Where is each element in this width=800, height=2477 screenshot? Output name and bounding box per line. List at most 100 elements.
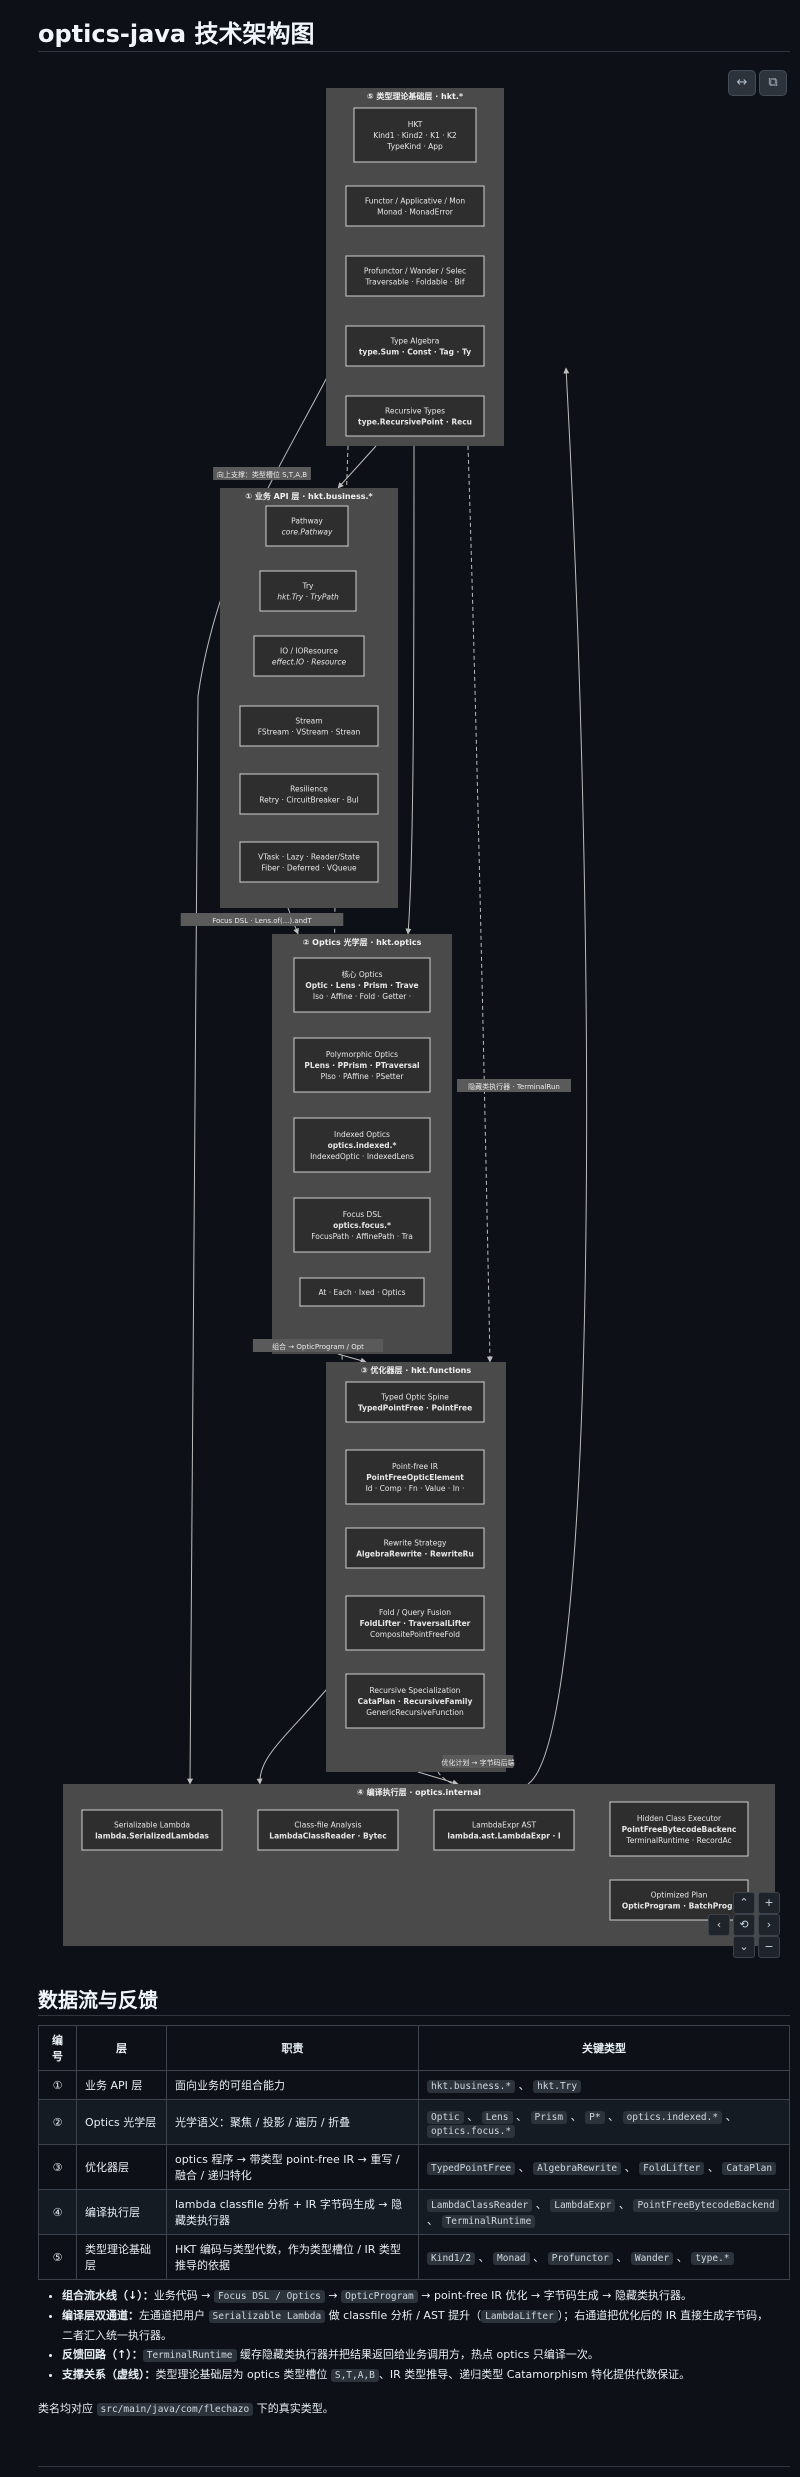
row-layer: 类型理论基础层 [76, 2234, 167, 2280]
zoom-in-button[interactable]: + [758, 1892, 780, 1914]
node-line: Retry · CircuitBreaker · Bul [259, 796, 358, 805]
node-line: Focus DSL [343, 1210, 382, 1219]
group-business [220, 488, 398, 908]
type-code: hkt.Try [533, 2080, 582, 2093]
edge-label-lift: 向上支撑：类型槽位 S,T,A,B [213, 467, 311, 480]
header-index: 编号 [38, 2025, 77, 2071]
type-code: PointFreeBytecodeBackend [633, 2199, 779, 2212]
reset-view-button[interactable]: ⟲ [733, 1914, 755, 1936]
zoom-out-button[interactable]: − [758, 1936, 780, 1958]
row-index: ③ [38, 2144, 77, 2190]
node-line: FocusPath · AffinePath · Tra [311, 1232, 413, 1241]
node-line: Functor / Applicative / Mon [365, 197, 465, 206]
node-line: Polymorphic Optics [326, 1050, 398, 1059]
page-title: optics-java 技术架构图 [38, 20, 315, 48]
table-header-row: 编号 层 职责 关键类型 [38, 2025, 790, 2071]
row-types: TypedPointFree 、 AlgebraRewrite 、 FoldLi… [418, 2144, 790, 2190]
row-duty: HKT 编码与类型代数，作为类型槽位 / IR 类型推导的依据 [166, 2234, 419, 2280]
group-title-compile: ④ 编译执行层 · optics.internal [357, 1787, 481, 1797]
node-line: Type Algebra [390, 337, 440, 346]
node-line: hkt.Try · TryPath [277, 593, 339, 602]
row-layer: 业务 API 层 [76, 2070, 167, 2100]
inline-code: Focus DSL / Optics [213, 2290, 325, 2303]
diagram-edge-3 [467, 445, 493, 1363]
node-line: Fold / Query Fusion [379, 1608, 451, 1617]
row-layer: Optics 光学层 [76, 2099, 167, 2145]
expand-icon[interactable]: ↔ [728, 70, 756, 96]
node-line: Traversable · Foldable · Bif [365, 278, 465, 287]
type-code: AlgebraRewrite [533, 2162, 622, 2175]
row-duty: 光学语义：聚焦 / 投影 / 遍历 / 折叠 [166, 2099, 419, 2145]
note-item: 编译层双通道：左通道把用户 Serializable Lambda 做 clas… [62, 2306, 774, 2345]
pan-right-button[interactable]: › [758, 1914, 780, 1936]
node-hidden-exec[interactable]: Hidden Class ExecutorPointFreeBytecodeBa… [609, 1801, 749, 1857]
node-line: Class-file Analysis [294, 1821, 361, 1830]
type-code: Wander [630, 2252, 674, 2265]
row-duty: optics 程序 → 带类型 point-free IR → 重写 / 融合 … [166, 2144, 419, 2190]
type-code: Prism [530, 2110, 568, 2124]
svg-text:隐藏类执行器 · TerminalRun: 隐藏类执行器 · TerminalRun [468, 1082, 560, 1091]
pan-down-button[interactable]: ⌄ [733, 1936, 755, 1958]
diagram-edge-1 [337, 445, 377, 489]
pan-left-button[interactable]: ‹ [708, 1914, 730, 1936]
node-line: Optic · Lens · Prism · Trave [305, 981, 418, 990]
diagram-edge-6 [337, 1353, 367, 1364]
node-line: Monad · MonadError [377, 208, 454, 217]
edge-label-plan: 优化计划 → 字节码后端 [441, 1755, 515, 1768]
group-title-optics: ② Optics 光学层 · hkt.optics [303, 937, 422, 947]
copy-icon[interactable]: ⧉ [759, 70, 787, 96]
type-code: P* [585, 2110, 605, 2124]
node-line: TypeKind · App [386, 142, 443, 151]
node-line: TypedPointFree · PointFree [358, 1404, 472, 1413]
inline-code: Serializable Lambda [208, 2310, 326, 2323]
node-line: optics.indexed.* [328, 1141, 397, 1150]
node-indexed[interactable]: Indexed Opticsoptics.indexed.*IndexedOpt… [293, 1117, 431, 1173]
node-line: Indexed Optics [334, 1130, 390, 1139]
row-types: Optic 、 Lens 、 Prism 、 P* 、 optics.index… [418, 2099, 790, 2145]
node-line: CataPlan · RecursiveFamily [358, 1697, 473, 1706]
row-duty: lambda classfile 分析 + IR 字节码生成 → 隐藏类执行器 [166, 2189, 419, 2235]
notes-list: 组合流水线（↓）：业务代码 → Focus DSL / Optics → Opt… [54, 2286, 774, 2385]
inline-code: S,T,A,B [330, 2369, 379, 2382]
node-line: FoldLifter · TraversalLifter [360, 1619, 471, 1628]
inline-code: src/main/java/com/flechazo [96, 2403, 254, 2416]
row-index: ② [38, 2099, 77, 2145]
type-code: type.* [691, 2252, 734, 2265]
type-code: optics.focus.* [427, 2124, 516, 2138]
node-line: TerminalRuntime · RecordAc [625, 1836, 731, 1845]
type-code: optics.indexed.* [622, 2110, 723, 2124]
node-line: PLens · PPrism · PTraversal [304, 1061, 419, 1070]
node-at-each[interactable]: At · Each · Ixed · Optics [299, 1277, 425, 1307]
pan-up-button[interactable]: ⌃ [733, 1892, 755, 1914]
node-line: VTask · Lazy · Reader/State [258, 853, 360, 862]
header-layer: 层 [76, 2025, 167, 2071]
row-layer: 优化器层 [76, 2144, 167, 2190]
footer-note: 类名均对应 src/main/java/com/flechazo 下的真实类型。 [38, 2402, 334, 2416]
node-serializable[interactable]: Serializable Lambdalambda.SerializedLamb… [81, 1809, 223, 1851]
node-line: PointFreeOpticElement [366, 1473, 464, 1482]
header-duty: 职责 [166, 2025, 419, 2071]
